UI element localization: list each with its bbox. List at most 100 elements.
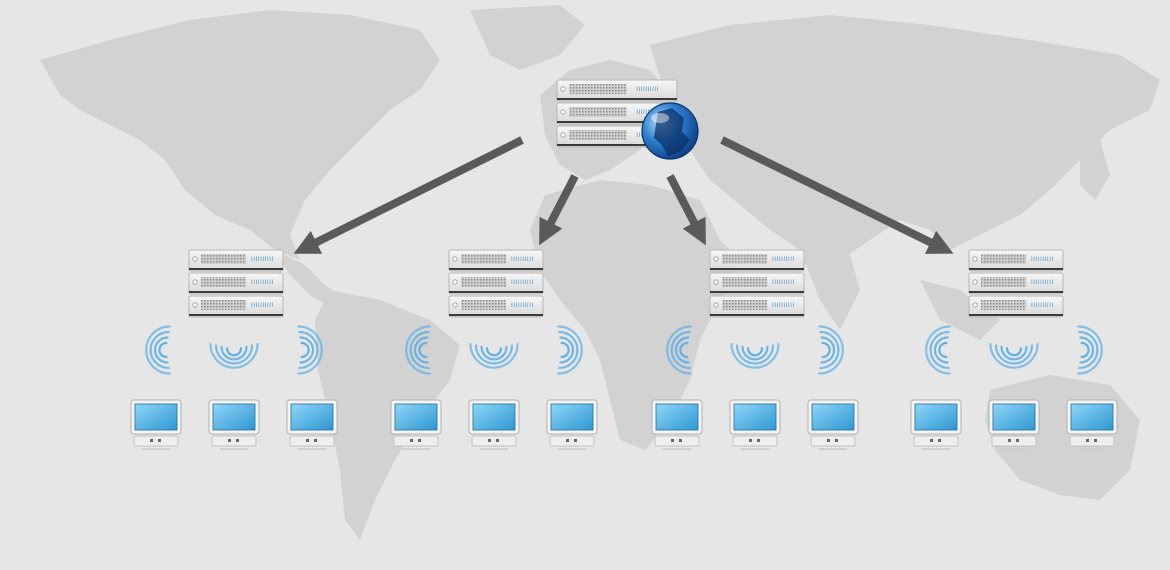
server-vent-grill [201, 300, 247, 310]
client-monitor-icon [729, 399, 781, 450]
server-vent-grill [981, 254, 1027, 264]
monitor-screen-edge [992, 403, 1036, 431]
monitor-base [549, 435, 595, 447]
monitor-shadow [142, 448, 170, 450]
wifi-wave [214, 344, 254, 365]
wifi-wave [1000, 345, 1028, 361]
monitor-shadow [741, 448, 769, 450]
monitor-base [810, 435, 856, 447]
wifi-wave [299, 336, 315, 364]
monitor-shadow [663, 448, 691, 450]
server-brand-label: IIIIIIIIII [1031, 302, 1054, 309]
client-monitor-icon [468, 399, 520, 450]
wifi-wave [741, 345, 769, 361]
wifi-wave [145, 325, 171, 375]
wifi-signal-icon [818, 325, 844, 375]
wifi-wave [1080, 341, 1090, 359]
monitor-button-icon [488, 439, 491, 442]
server-vent-grill [201, 254, 247, 264]
monitor-screen [734, 404, 776, 430]
map-japan [1080, 140, 1110, 200]
distribution-arrows [293, 136, 954, 254]
edge-servers: IIIIIIIIIIIIIIIIIIIIIIIIIIIIIIIIIIIIIIII… [130, 249, 1118, 450]
monitor-shadow [298, 448, 326, 450]
server-vent-grill [981, 277, 1027, 287]
wifi-signal-icon [1077, 325, 1103, 375]
monitor-base [133, 435, 179, 447]
server-vent-grill [722, 300, 768, 310]
server-led-icon [452, 256, 458, 262]
wifi-wave [405, 325, 431, 375]
server-led-icon [560, 109, 566, 115]
server-unit-divider [449, 314, 543, 316]
monitor-button-icon [679, 439, 682, 442]
server-brand-label: IIIIIIIIII [251, 279, 274, 286]
monitor-base [211, 435, 257, 447]
monitor-screen [915, 404, 957, 430]
client-monitor-icon [807, 399, 859, 450]
server-vent-grill [201, 277, 247, 287]
monitor-button-icon [1086, 439, 1089, 442]
server-brand-label: IIIIIIIIII [511, 256, 534, 263]
map-africa [530, 180, 740, 450]
server-unit-divider [969, 268, 1063, 270]
client-monitor-icon [130, 399, 182, 450]
monitor-shadow [819, 448, 847, 450]
monitor-screen [1071, 404, 1113, 430]
monitor-button-icon [158, 439, 161, 442]
wifi-wave [929, 330, 950, 370]
monitor-screen-edge [394, 403, 438, 431]
server-led-icon [713, 256, 719, 262]
server-vent-grill [569, 107, 627, 117]
server-led-icon [192, 279, 198, 285]
server-unit-divider [969, 314, 1063, 316]
wifi-wave [409, 330, 430, 370]
server-brand-label: IIIIIIIIII [772, 302, 795, 309]
server-unit-divider [449, 291, 543, 293]
wifi-wave [220, 345, 248, 361]
server-vent-grill [722, 277, 768, 287]
server-unit-divider [557, 144, 677, 146]
client-monitor-icon [208, 399, 260, 450]
server-vent-grill [981, 300, 1027, 310]
monitor-screen [473, 404, 515, 430]
monitor-button-icon [1094, 439, 1097, 442]
monitor-button-icon [835, 439, 838, 442]
wifi-wave [300, 341, 310, 359]
wifi-wave [820, 336, 836, 364]
globe-highlight [651, 113, 669, 123]
monitor-screen [135, 404, 177, 430]
monitor-button-icon [566, 439, 569, 442]
wifi-wave [153, 336, 169, 364]
wifi-signal-icon [666, 325, 692, 375]
server-brand-label: IIIIIIIIII [636, 109, 659, 116]
monitor-screen-edge [914, 403, 958, 431]
arrow-to-edge-4 [720, 136, 954, 254]
monitor-screen-edge [811, 403, 855, 431]
monitor-button-icon [671, 439, 674, 442]
server-unit-divider [449, 268, 543, 270]
wifi-signal-icon [925, 325, 951, 375]
monitor-screen-edge [1070, 403, 1114, 431]
wifi-wave [679, 341, 689, 359]
globe-continent [654, 108, 690, 156]
wifi-wave [938, 341, 948, 359]
server-led-icon [192, 256, 198, 262]
wifi-signal-icon [469, 343, 519, 369]
client-monitor-icon [1066, 399, 1118, 450]
server-led-icon [972, 279, 978, 285]
wifi-wave [559, 336, 575, 364]
monitor-screen [291, 404, 333, 430]
wifi-wave [819, 330, 840, 370]
map-asia [650, 15, 1160, 260]
server-vent-grill [569, 84, 627, 94]
server-led-icon [452, 279, 458, 285]
wifi-wave [480, 345, 508, 361]
wifi-wave [149, 330, 170, 370]
monitor-shadow [402, 448, 430, 450]
server-unit-divider [710, 268, 804, 270]
